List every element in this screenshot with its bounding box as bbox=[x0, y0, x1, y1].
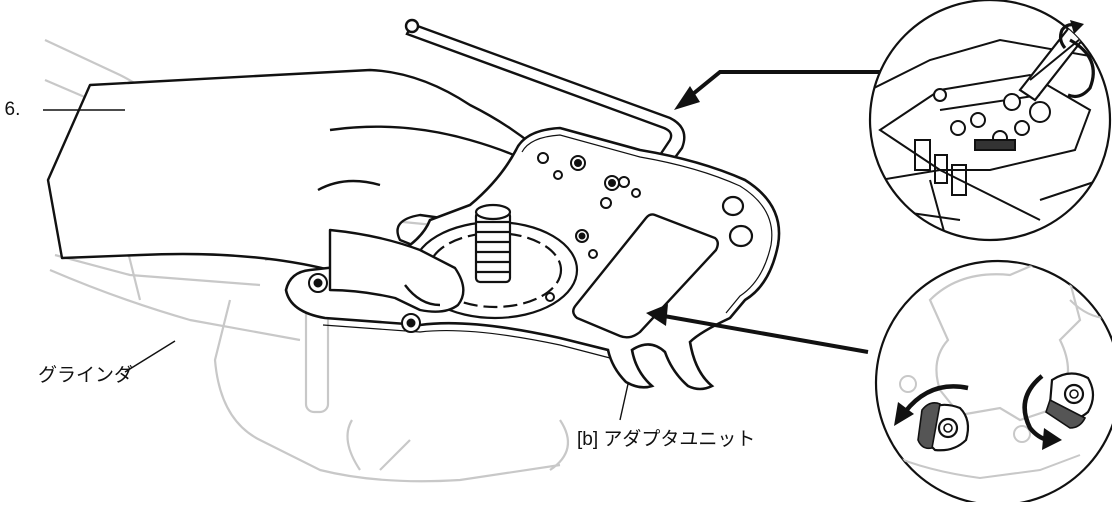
callout-arrows bbox=[646, 70, 880, 354]
clockwise-arrow-icon bbox=[1022, 374, 1062, 450]
leader-lines bbox=[43, 109, 629, 421]
clockwise-arrow-icon bbox=[1058, 20, 1095, 99]
detail-lock-rotation bbox=[874, 259, 1112, 507]
plate-screws bbox=[308, 152, 641, 333]
adapter-unit-label: [b] アダプタユニット bbox=[577, 429, 756, 450]
thumb bbox=[328, 228, 465, 313]
counterclockwise-arrow-icon bbox=[894, 384, 969, 426]
spindle-thread bbox=[474, 203, 512, 284]
grinder-label: グラインダ bbox=[38, 365, 134, 386]
detail-screw-tightening bbox=[868, 0, 1112, 242]
step-reference-label: [ 6. bbox=[0, 99, 21, 120]
